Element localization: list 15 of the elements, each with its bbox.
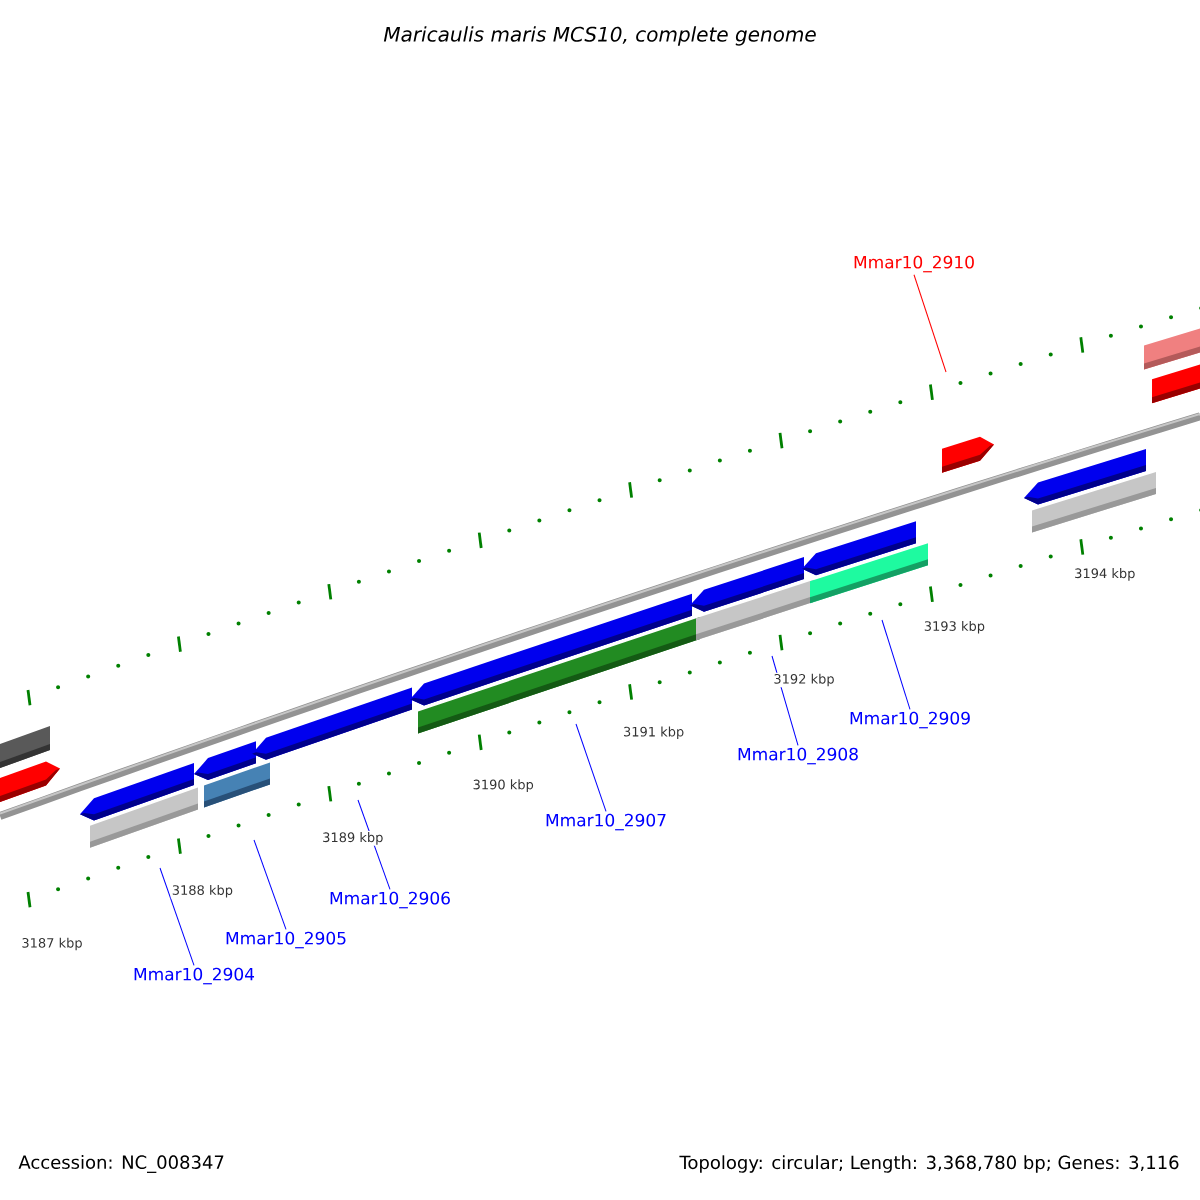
gene-label: Mmar10_2907: [546, 813, 666, 831]
leader-line: [881, 619, 911, 710]
title: Maricaulis maris MCS10, complete genome: [383, 26, 816, 46]
genome-stats-text: Topology: circular; Length: 3,368,780 bp; Genes: 3,116: [679, 1155, 1179, 1173]
gene-label: Mmar10_2904: [134, 967, 255, 985]
accession-text: Accession: NC_008347: [18, 1155, 224, 1173]
leader-line: [159, 867, 195, 966]
gene-label: Mmar10_2908: [738, 747, 858, 765]
leader-line: [253, 839, 287, 930]
gene-label: Mmar10_2909: [850, 711, 970, 729]
gene-label: Mmar10_2906: [330, 891, 450, 909]
leader-line: [575, 723, 607, 812]
leader-line: [913, 274, 947, 373]
gene-label: Mmar10_2910: [854, 255, 974, 273]
gene-label: Mmar10_2905: [226, 931, 346, 949]
